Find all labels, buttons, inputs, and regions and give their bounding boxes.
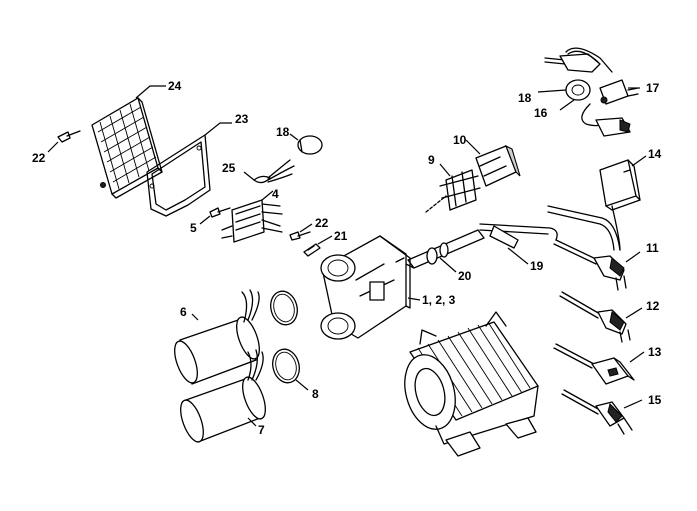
part-switch-housing — [475, 144, 521, 187]
part-wall-plug — [599, 159, 641, 251]
leader-21 — [317, 235, 333, 245]
part-cord-11 — [553, 239, 627, 291]
leader-4 — [261, 190, 274, 201]
part-cord-13 — [553, 343, 635, 385]
part-terminal-block — [221, 199, 283, 243]
callout-9: 9 — [428, 153, 435, 167]
leader-22b — [299, 223, 313, 233]
leader-5 — [199, 215, 211, 225]
leader-123 — [407, 297, 421, 301]
callout-24: 24 — [168, 79, 182, 93]
part-capacitor-upper — [174, 289, 260, 385]
part-cap-upper — [297, 135, 323, 155]
part-screw-left — [57, 130, 81, 143]
part-cord-19 — [479, 205, 621, 251]
leader-10 — [465, 139, 481, 155]
callout-18b: 18 — [518, 91, 532, 105]
callout-25: 25 — [222, 161, 236, 175]
leader-15 — [623, 399, 643, 409]
leader-14 — [631, 155, 647, 167]
part-screw-right — [289, 231, 311, 241]
leader-9 — [439, 163, 451, 177]
callout-5: 5 — [190, 221, 197, 235]
leader-7 — [247, 417, 257, 427]
callout-19: 19 — [530, 259, 544, 273]
part-capacitor-lower — [180, 349, 266, 443]
callout-18a: 18 — [276, 125, 290, 139]
part-o-ring-lower — [272, 348, 300, 384]
callout-22a: 22 — [32, 151, 46, 165]
callout-21: 21 — [334, 229, 348, 243]
callout-7: 7 — [258, 423, 265, 437]
leader-8 — [295, 379, 309, 391]
callout-8: 8 — [312, 387, 319, 401]
part-cable-gland — [401, 229, 485, 269]
part-pump-housing — [320, 235, 411, 340]
leader-25 — [243, 171, 255, 181]
callout-23: 23 — [235, 112, 249, 126]
part-cord-12 — [559, 291, 631, 343]
part-plug-adapter — [544, 47, 639, 137]
callout-13: 13 — [648, 345, 662, 359]
part-o-ring-upper — [270, 290, 298, 326]
callout-4: 4 — [272, 187, 279, 201]
callout-20: 20 — [458, 269, 472, 283]
leader-18b — [537, 89, 567, 93]
part-switch-frame — [425, 169, 481, 213]
leader-6 — [191, 313, 199, 321]
callout-12: 12 — [646, 299, 660, 313]
callout-15: 15 — [648, 393, 662, 407]
leader-19 — [507, 247, 529, 265]
callout-17: 17 — [646, 81, 660, 95]
callout-11: 11 — [646, 241, 659, 255]
callout-16: 16 — [534, 106, 548, 120]
leader-20 — [439, 257, 457, 273]
leader-22a — [47, 141, 59, 153]
callout-10: 10 — [453, 133, 467, 147]
callout-22b: 22 — [315, 216, 329, 230]
leader-12 — [625, 307, 643, 319]
leader-11 — [625, 251, 641, 263]
leader-23 — [204, 122, 232, 136]
part-wire-bundle — [253, 159, 295, 184]
leader-13 — [629, 351, 645, 363]
leader-24 — [135, 85, 166, 99]
callout-123: 1, 2, 3 — [422, 293, 456, 307]
part-screw-5 — [209, 207, 231, 218]
part-fan-grille — [91, 97, 163, 199]
callout-14: 14 — [648, 147, 662, 161]
leader-16 — [559, 99, 575, 111]
part-motor-stator — [404, 311, 539, 457]
callout-6: 6 — [180, 305, 187, 319]
part-clip — [303, 243, 321, 257]
part-cord-15 — [561, 389, 633, 435]
leader-18a — [289, 133, 299, 141]
